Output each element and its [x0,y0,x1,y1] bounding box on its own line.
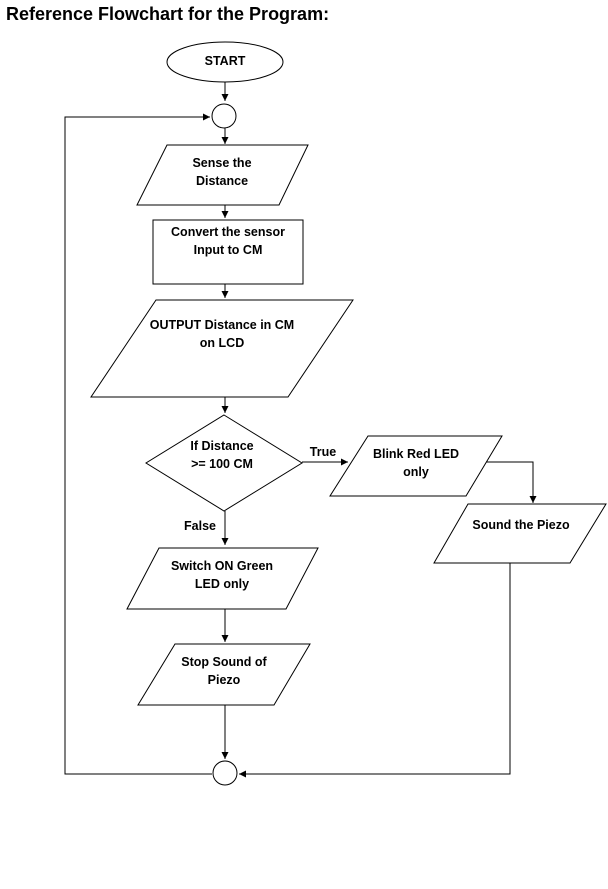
edges [64,82,537,778]
page-title: Reference Flowchart for the Program: [6,4,330,24]
label-line: Piezo [208,673,241,687]
label-line: If Distance [190,439,253,453]
sound-piezo-node: Sound the Piezo [433,503,607,564]
stop-piezo-node: Stop Sound of Piezo [137,643,311,706]
label-line: Sense the [192,156,251,170]
stop-piezo-label: Stop Sound of Piezo [181,655,267,687]
label-line: >= 100 CM [191,457,253,471]
stop-piezo-parallelogram [137,643,311,706]
sound-piezo-parallelogram [433,503,607,564]
label-line: only [403,465,429,479]
convert-input-process-box [152,219,304,285]
label-line: Sound the Piezo [472,518,570,532]
connector-bottom-circle [212,760,238,786]
blink-red-led-node: Blink Red LED only [329,435,503,497]
label-line: Switch ON Green [171,559,273,573]
label-line: Convert the sensor [171,225,285,239]
edge-loop-back [64,113,212,775]
start-node: START [166,41,284,83]
distance-decision-label: If Distance >= 100 CM [190,439,253,471]
label-line: LED only [195,577,249,591]
label-line: OUTPUT Distance in CM [150,318,294,332]
label-line: START [205,54,246,68]
loop-connector-bottom [212,760,238,786]
distance-decision-diamond [145,414,303,512]
output-distance-label: OUTPUT Distance in CM on LCD [150,318,294,350]
start-terminal-shape [166,41,284,83]
true-label: True [310,445,336,459]
output-distance-parallelogram [90,299,354,398]
connector-top-circle [211,103,237,129]
label-line: Input to CM [194,243,263,257]
edge-piezo-to-connector [239,563,511,778]
label-line: Stop Sound of [181,655,267,669]
start-label: START [205,54,246,68]
loop-connector-top [211,103,237,129]
blink-red-led-label: Blink Red LED only [373,447,459,479]
false-label: False [184,519,216,533]
label-line: on LCD [200,336,244,350]
sense-distance-parallelogram [136,144,309,206]
blink-red-led-parallelogram [329,435,503,497]
edge-blink-to-piezo [484,461,537,503]
label-line: Blink Red LED [373,447,459,461]
green-led-parallelogram [126,547,319,610]
output-distance-node: OUTPUT Distance in CM on LCD [90,299,354,398]
sound-piezo-label: Sound the Piezo [472,518,570,532]
label-line: Distance [196,174,248,188]
distance-decision-node: If Distance >= 100 CM [145,414,303,512]
